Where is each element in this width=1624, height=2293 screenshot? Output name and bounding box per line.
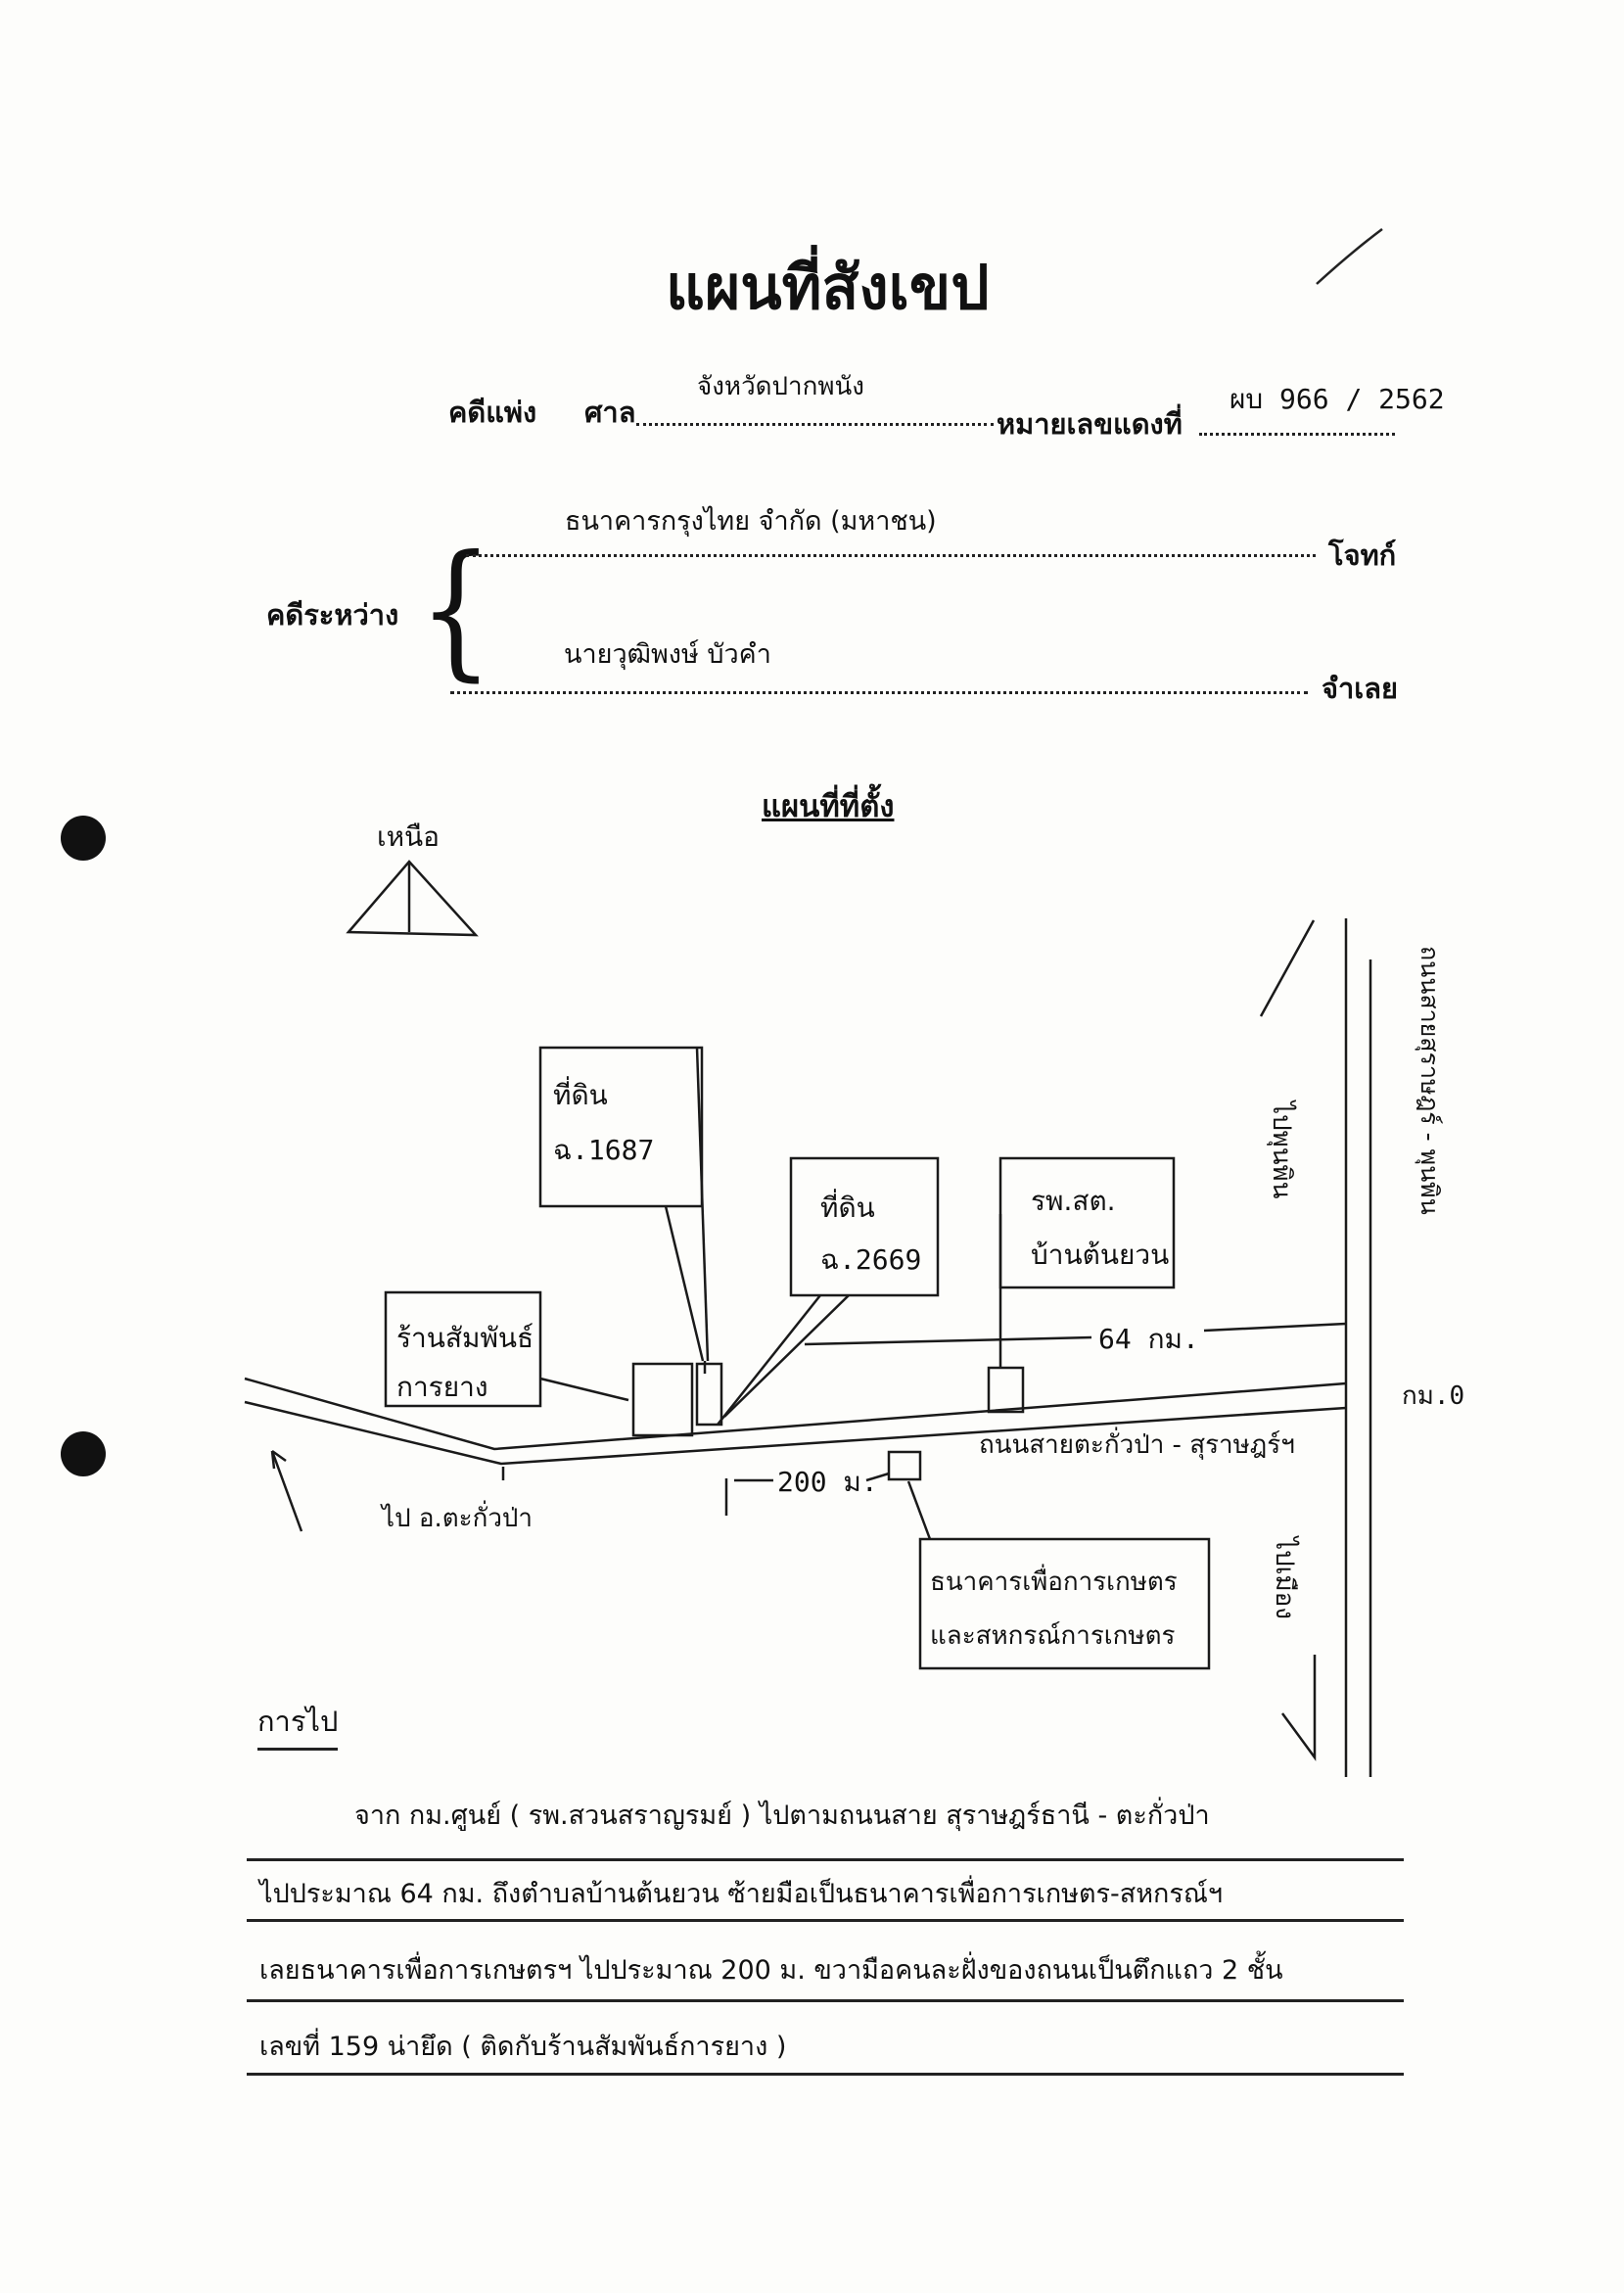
red-number-dotted-line xyxy=(1199,433,1395,436)
main-road-bottom-edge xyxy=(244,1400,1347,1466)
shop-box xyxy=(384,1290,542,1408)
court-dotted-line xyxy=(636,423,994,426)
bank-label-line1: ธนาคารเพื่อการเกษตร xyxy=(930,1568,1178,1597)
plaintiff-value: ธนาคารกรุงไทย จำกัด (มหาชน) xyxy=(565,506,937,537)
red-number-label: หมายเลขแดงที่ xyxy=(997,407,1183,441)
vertical-road-name: ถนนสายสุราษฎร์ - พุนพิน xyxy=(1415,946,1444,1215)
directions-line-2: ไปประมาณ 64 กม. ถึงตำบลบ้านต้นยวน ซ้ายมื… xyxy=(259,1879,1224,1909)
north-arrow-icon xyxy=(346,860,479,937)
plaintiff-label: โจทก์ xyxy=(1328,538,1397,572)
bank-box xyxy=(918,1537,1211,1670)
shop-label-line1: ร้านสัมพันธ์ xyxy=(396,1322,534,1354)
directions-line-4: เลขที่ 159 น่ายึด ( ติดกับร้านสัมพันธ์กา… xyxy=(259,2032,787,2062)
directions-rule-4 xyxy=(247,2073,1404,2076)
land2-label-line2: ฉ.2669 xyxy=(820,1243,922,1276)
hospital-label-line1: รพ.สต. xyxy=(1031,1185,1116,1217)
land1-box xyxy=(538,1046,704,1208)
land-parcel-1687 xyxy=(631,1362,694,1437)
road-name: ถนนสายตะกั่วป่า - สุราษฎร์ฯ xyxy=(979,1430,1295,1460)
bank-building xyxy=(887,1450,922,1481)
case-label: คดีแพ่ง xyxy=(448,396,537,429)
arrow-to-phunphin-icon xyxy=(1259,919,1316,1017)
land1-label-line1: ที่ดิน xyxy=(553,1079,608,1111)
land2-box xyxy=(789,1156,940,1297)
check-mark-icon xyxy=(1316,228,1383,285)
map-heading: แผนที่ที่ตั้ง xyxy=(762,789,895,824)
directions-rule-3 xyxy=(247,1999,1404,2002)
brace: { xyxy=(418,525,493,695)
distance-200m: 200 ม. xyxy=(777,1466,878,1498)
land2-label-line1: ที่ดิน xyxy=(820,1192,875,1224)
land-parcel-2669 xyxy=(695,1362,723,1427)
directions-rule-2 xyxy=(247,1919,1404,1922)
shop-label-line2: การยาง xyxy=(396,1371,488,1403)
hospital-building xyxy=(987,1366,1025,1414)
arrow-to-muang-icon xyxy=(1280,1655,1317,1761)
land1-label-line2: ฉ.1687 xyxy=(553,1134,655,1166)
directions-line-1: จาก กม.ศูนย์ ( รพ.สวนสราญรมย์ ) ไปตามถนน… xyxy=(354,1801,1210,1831)
arrow-to-takuapa-icon xyxy=(270,1450,303,1532)
court-value: จังหวัดปากพนัง xyxy=(697,372,865,401)
plaintiff-dotted-line xyxy=(466,554,1316,557)
km0-label: กม.0 xyxy=(1402,1381,1465,1411)
binder-hole-top xyxy=(61,816,106,861)
directions-line-3: เลยธนาคารเพื่อการเกษตรฯ ไปประมาณ 200 ม. … xyxy=(259,1955,1283,1986)
north-label: เหนือ xyxy=(377,820,440,853)
binder-hole-bottom xyxy=(61,1431,106,1476)
main-road-top-edge xyxy=(244,1377,1347,1451)
court-label: ศาล xyxy=(584,396,636,429)
to-takuapa-label: ไป อ.ตะกั่วป่า xyxy=(382,1504,534,1533)
to-phunphin-label: ไปพุนพิน xyxy=(1267,1101,1296,1199)
defendant-value: นายวุฒิพงษ์ บัวคำ xyxy=(564,639,771,670)
directions-rule-1 xyxy=(247,1858,1404,1861)
bank-label-line2: และสหกรณ์การเกษตร xyxy=(930,1621,1176,1651)
red-number-value: ผบ 966 / 2562 xyxy=(1230,383,1445,415)
hospital-label-line2: บ้านต้นยวน xyxy=(1031,1239,1170,1271)
between-label: คดีระหว่าง xyxy=(266,598,399,632)
defendant-label: จำเลย xyxy=(1322,672,1398,705)
directions-heading: การไป xyxy=(257,1699,339,1751)
page-title: แผนที่สังเขป xyxy=(666,252,990,323)
to-muang-label: ไปเมือง xyxy=(1270,1537,1299,1619)
defendant-dotted-line xyxy=(450,691,1308,694)
distance-64km: 64 กม. xyxy=(1098,1323,1199,1355)
